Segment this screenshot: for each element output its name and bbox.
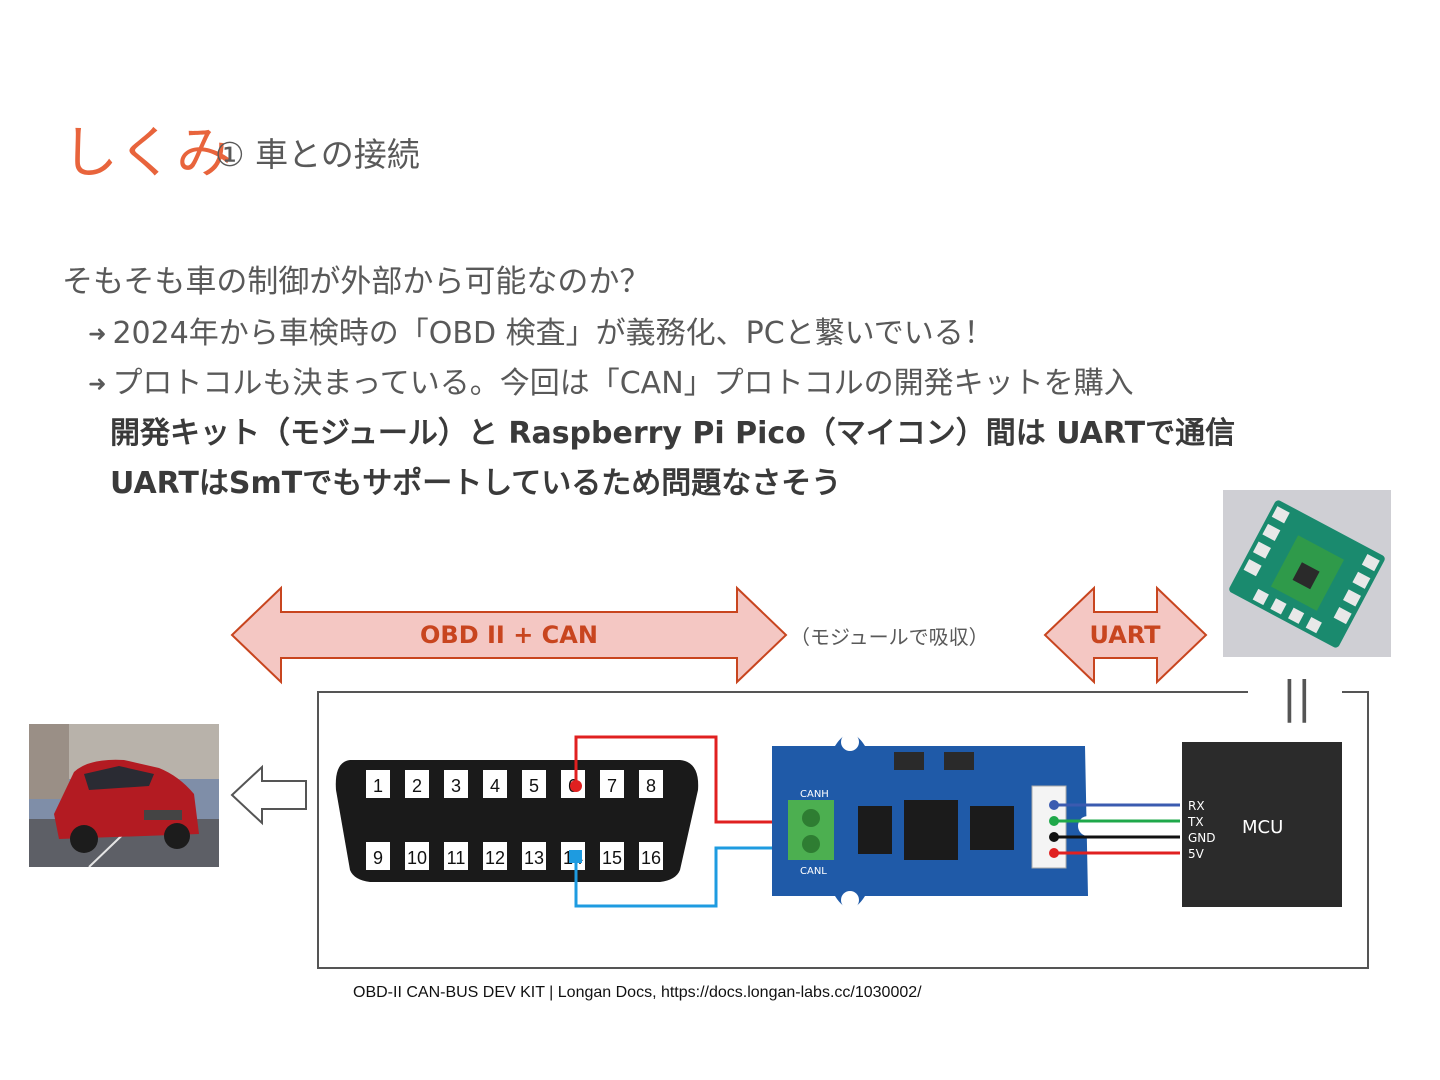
obd-pin-label: 15 bbox=[602, 848, 622, 868]
obd-pin-label: 12 bbox=[485, 848, 505, 868]
mcu-pin-rx: RX bbox=[1188, 799, 1205, 813]
obd-pin-label: 9 bbox=[373, 848, 383, 868]
mcu-label: MCU bbox=[1242, 817, 1283, 838]
obd-pin-label: 2 bbox=[412, 776, 422, 796]
obd-pin-label: 4 bbox=[490, 776, 500, 796]
equals-mark: || bbox=[1282, 672, 1312, 723]
source-caption: OBD-II CAN-BUS DEV KIT | Longan Docs, ht… bbox=[353, 984, 922, 1002]
obd-pin-label: 16 bbox=[641, 848, 661, 868]
arrow-note: （モジュールで吸収） bbox=[790, 621, 989, 650]
obd-pin-label: 3 bbox=[451, 776, 461, 796]
obd-pin-label: 1 bbox=[373, 776, 383, 796]
obd-pin-label: 10 bbox=[407, 848, 427, 868]
mcu-pin-gnd: GND bbox=[1188, 831, 1216, 845]
obd-pin-label: 8 bbox=[646, 776, 656, 796]
arrow-label-uart: UART bbox=[1080, 621, 1170, 649]
arrow-label-obd-can: OBD II + CAN bbox=[380, 621, 638, 649]
canl-label: CANL bbox=[800, 866, 827, 877]
canh-label: CANH bbox=[800, 789, 829, 800]
obd-pin-label: 11 bbox=[447, 848, 466, 868]
obd-pin-label: 5 bbox=[529, 776, 539, 796]
obd-pin-label: 13 bbox=[524, 848, 544, 868]
obd-pin-label: 7 bbox=[607, 776, 617, 796]
hollow-left-arrow-icon bbox=[232, 767, 306, 823]
mcu-pin-tx: TX bbox=[1187, 815, 1204, 829]
mcu-pin-5v: 5V bbox=[1188, 847, 1205, 861]
